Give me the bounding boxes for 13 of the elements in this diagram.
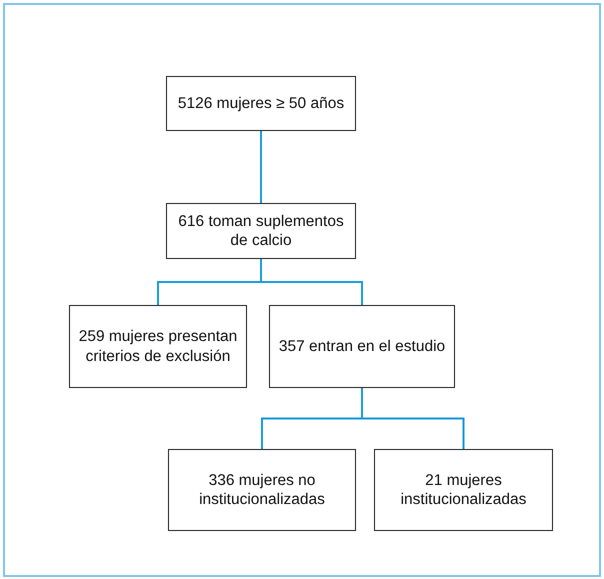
process-box [166, 76, 356, 131]
process-box [166, 203, 356, 259]
box-text: 259 mujeres presentan criterios de exclusión [78, 327, 238, 366]
process-box [69, 305, 247, 388]
process-box [374, 449, 553, 531]
box-text: 336 mujeres no institucionalizadas [198, 470, 326, 510]
connector-line [260, 131, 262, 203]
process-box [269, 305, 455, 388]
box-text: 616 toman suplementos de calcio [177, 212, 345, 250]
box-text: 357 entran en el estudio [278, 336, 446, 356]
box-text: 21 mujeres institucionalizadas [400, 470, 528, 510]
process-box [168, 449, 356, 531]
box-text: 5126 mujeres ≥ 50 años [178, 94, 344, 114]
